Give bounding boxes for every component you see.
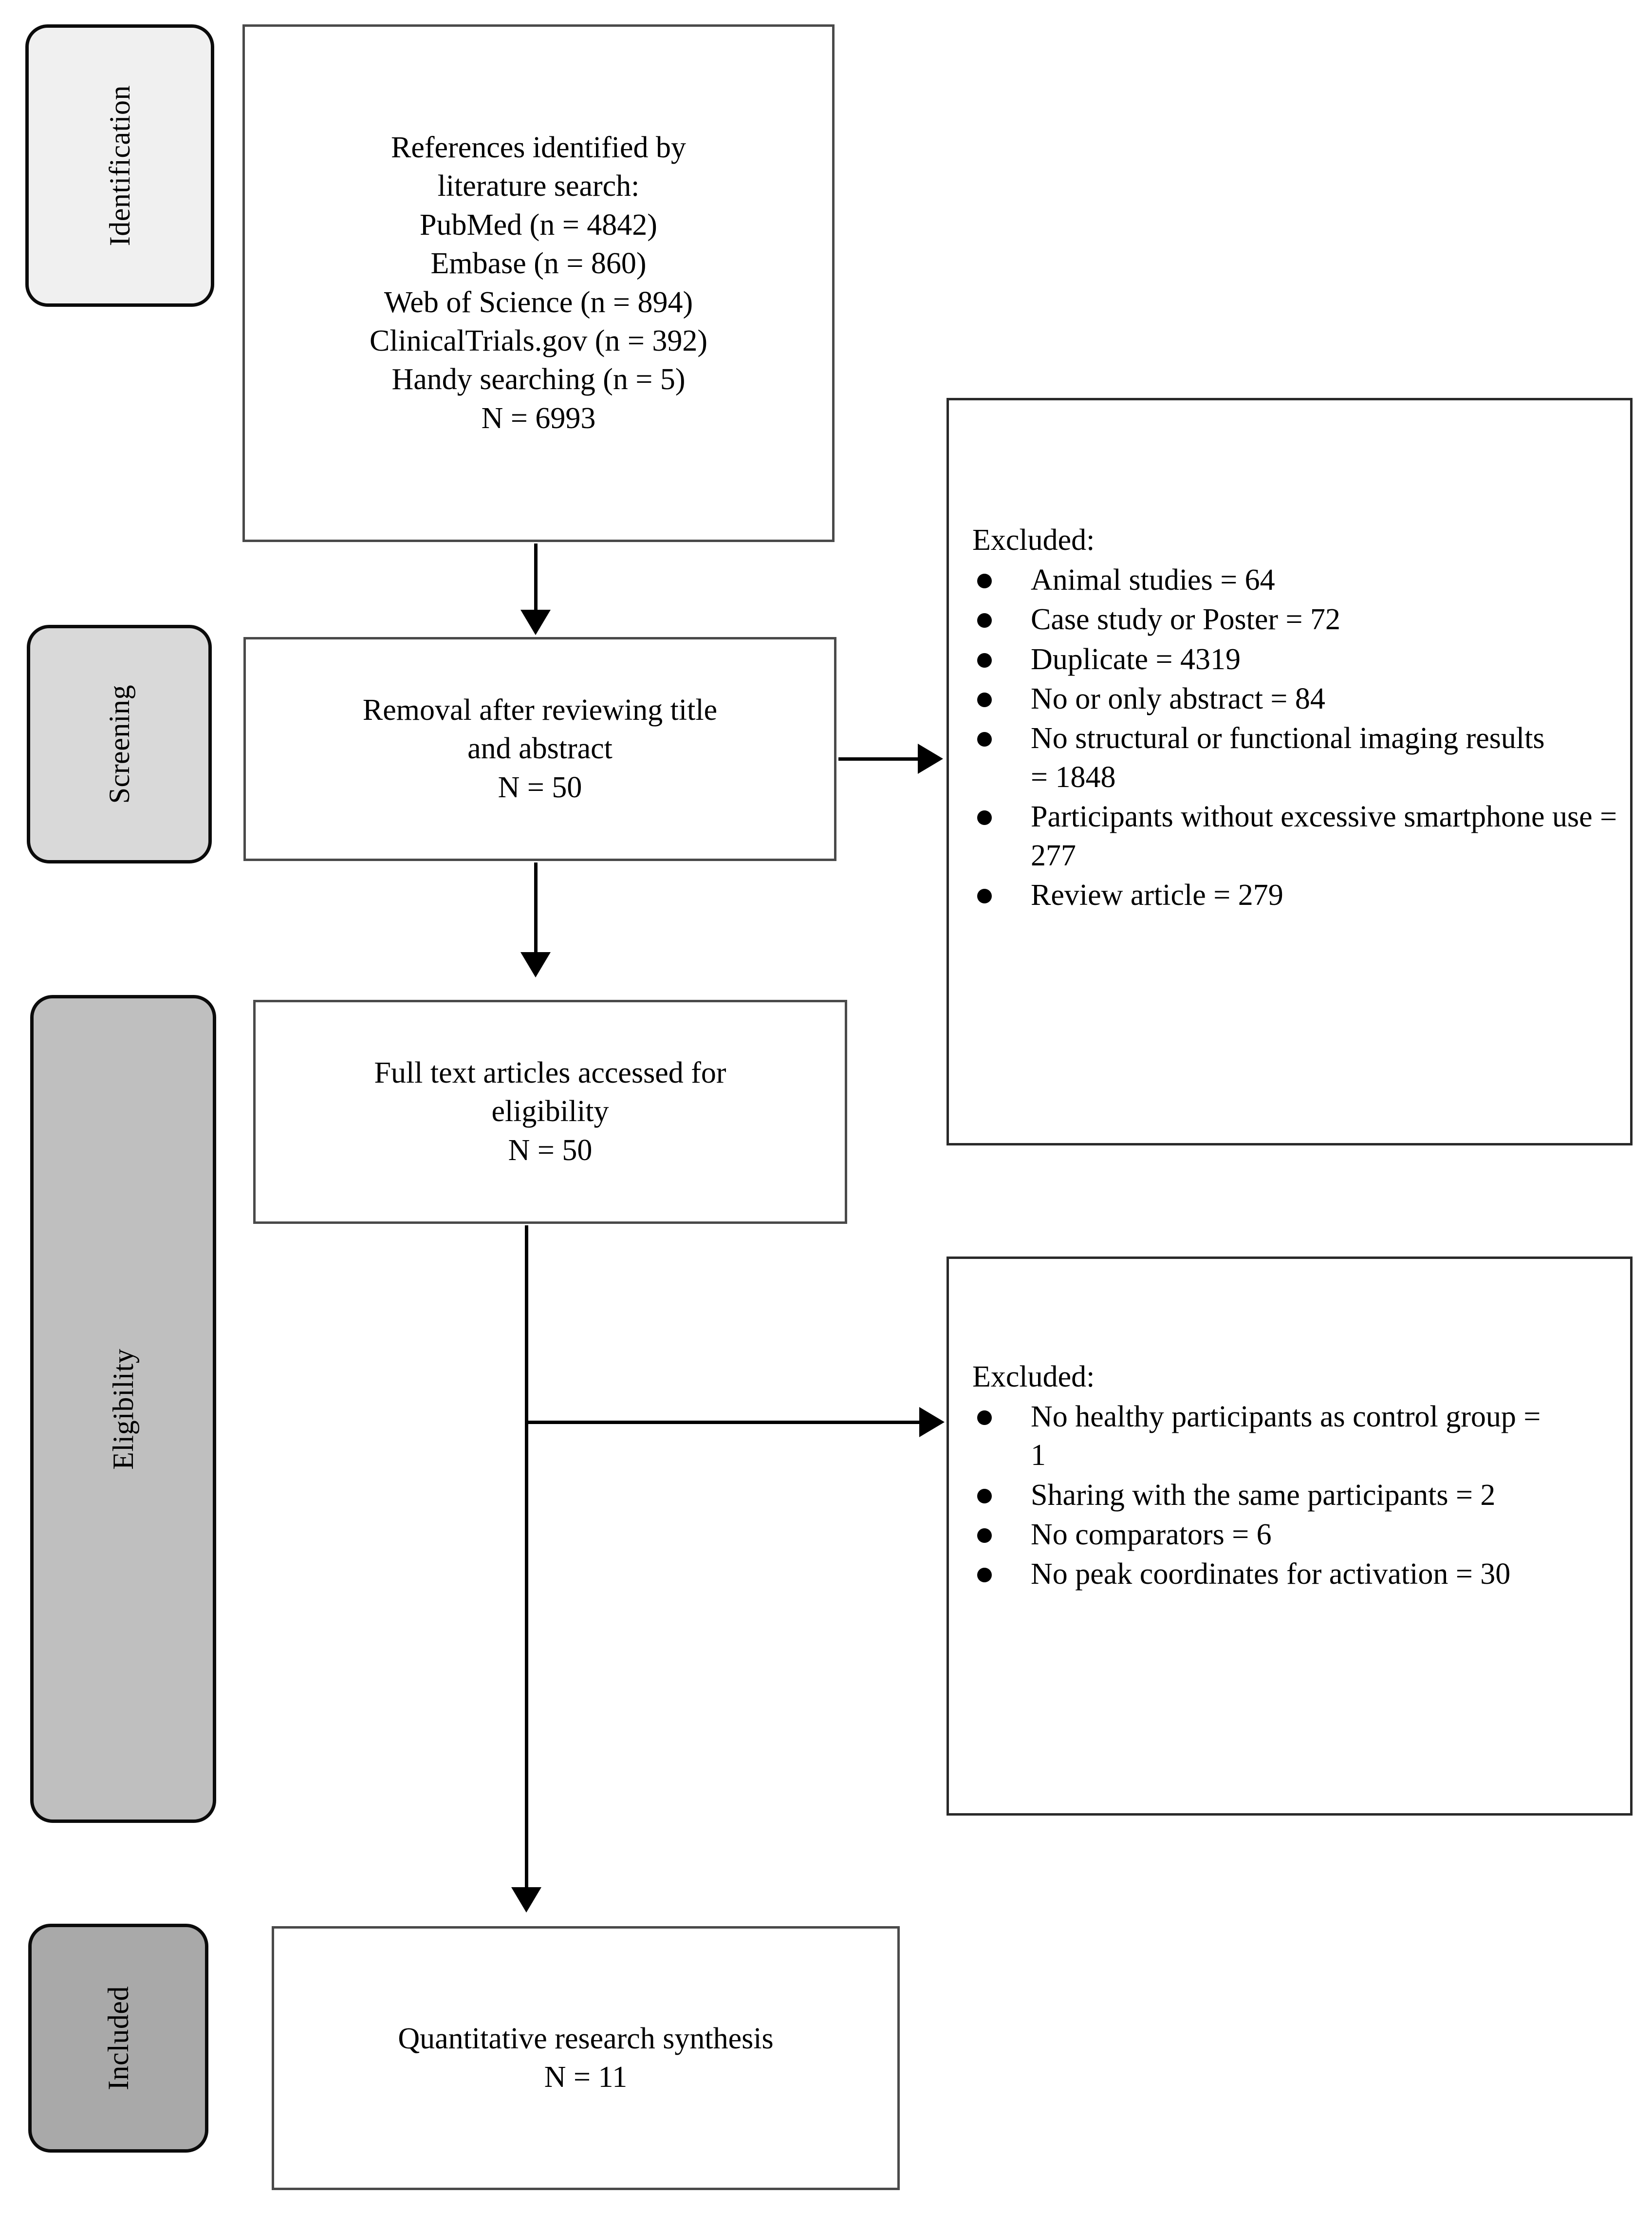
stage-screening-label: Screening [103, 684, 135, 804]
bullet-icon [977, 653, 992, 668]
list-item-label: No peak coordinates for activation = 30 [1031, 1557, 1511, 1591]
text-line: Web of Science (n = 894) [384, 285, 693, 319]
excluded-eligibility-heading: Excluded: [972, 1360, 1095, 1393]
box-quantitative-synthesis: Quantitative research synthesis N = 11 [272, 1926, 900, 2190]
box-full-text-eligibility-text: Full text articles accessed for eligibil… [361, 1054, 739, 1170]
text-line: Full text articles accessed for [374, 1056, 726, 1089]
box-full-text-eligibility: Full text articles accessed for eligibil… [253, 1000, 847, 1224]
arrowhead-identified-to-screened [520, 610, 551, 635]
stage-eligibility-label: Eligibility [107, 1348, 139, 1470]
list-item: Duplicate = 4319 [972, 640, 1615, 679]
list-item: Animal studies = 64 [972, 561, 1615, 600]
list-item-label: Animal studies = 64 [1031, 563, 1275, 597]
excluded-screening-list: Animal studies = 64 Case study or Poster… [972, 561, 1617, 916]
connector-fulltext-to-included [525, 1225, 528, 1890]
bullet-icon [977, 732, 992, 747]
stage-screening: Screening [27, 625, 212, 863]
list-item: Review article = 279 [972, 876, 1615, 915]
list-item-label: No comparators = 6 [1031, 1518, 1272, 1552]
connector-screened-to-fulltext [534, 863, 538, 955]
bullet-icon [977, 574, 992, 588]
text-line: literature search: [437, 169, 640, 203]
text-line: Embase (n = 860) [430, 247, 647, 281]
box-title-abstract-screening: Removal after reviewing title and abstra… [243, 637, 836, 861]
stage-identification-label: Identification [104, 85, 136, 246]
stage-eligibility: Eligibility [30, 995, 216, 1823]
bullet-icon [977, 888, 992, 903]
list-item-label: Participants without excessive smartphon… [1031, 800, 1617, 872]
list-item: No structural or functional imaging resu… [972, 719, 1547, 797]
bullet-icon [977, 1528, 992, 1543]
connector-identified-to-screened [534, 544, 538, 612]
connector-screened-to-excluded [838, 757, 919, 761]
list-item: Case study or Poster = 72 [972, 600, 1615, 639]
list-item-label: Duplicate = 4319 [1031, 642, 1241, 676]
text-line: N = 50 [498, 770, 582, 804]
list-item-label: No healthy participants as control group… [1031, 1400, 1541, 1472]
list-item-label: Review article = 279 [1031, 878, 1283, 912]
text-line: N = 50 [508, 1133, 593, 1167]
list-item-label: No or only abstract = 84 [1031, 682, 1325, 716]
bullet-icon [977, 1568, 992, 1583]
text-line: N = 11 [544, 2061, 628, 2094]
bullet-icon [977, 693, 992, 708]
list-item: No peak coordinates for activation = 30 [972, 1555, 1547, 1594]
list-item: No or only abstract = 84 [972, 680, 1615, 718]
arrowhead-fulltext-to-included [511, 1887, 541, 1913]
arrowhead-screened-to-excluded [918, 744, 943, 774]
list-item-label: Sharing with the same participants = 2 [1031, 1478, 1496, 1512]
connector-eligibility-to-excluded [526, 1421, 921, 1424]
bullet-icon [977, 1488, 992, 1503]
excluded-screening-heading: Excluded: [972, 524, 1095, 557]
box-excluded-screening: Excluded: Animal studies = 64 Case study… [947, 398, 1633, 1145]
stage-included: Included [28, 1924, 208, 2153]
text-line: PubMed (n = 4842) [420, 208, 657, 242]
bullet-icon [977, 810, 992, 825]
box-excluded-eligibility: Excluded: No healthy participants as con… [947, 1257, 1633, 1816]
text-line: N = 6993 [481, 401, 596, 435]
list-item: Sharing with the same participants = 2 [972, 1476, 1518, 1515]
box-references-identified-text: References identified by literature sear… [357, 129, 720, 438]
list-item: No healthy participants as control group… [972, 1398, 1557, 1475]
arrowhead-screened-to-fulltext [520, 952, 551, 977]
bullet-icon [977, 613, 992, 628]
stage-identification: Identification [25, 24, 214, 307]
excluded-eligibility-list: No healthy participants as control group… [972, 1398, 1615, 1595]
box-title-abstract-screening-text: Removal after reviewing title and abstra… [350, 691, 730, 807]
box-references-identified: References identified by literature sear… [242, 24, 835, 542]
text-line: Removal after reviewing title [362, 693, 718, 727]
box-quantitative-synthesis-text: Quantitative research synthesis N = 11 [385, 2020, 786, 2097]
list-item: Participants without excessive smartphon… [972, 798, 1634, 875]
text-line: References identified by [391, 131, 686, 165]
text-line: and abstract [467, 732, 613, 766]
text-line: eligibility [491, 1095, 609, 1128]
text-line: Handy searching (n = 5) [391, 363, 686, 396]
bullet-icon [977, 1410, 992, 1425]
stage-included-label: Included [102, 1986, 134, 2090]
list-item-label: No structural or functional imaging resu… [1031, 722, 1545, 794]
list-item: No comparators = 6 [972, 1516, 1615, 1554]
arrowhead-eligibility-to-excluded [919, 1407, 945, 1437]
text-line: ClinicalTrials.gov (n = 392) [370, 324, 707, 357]
text-line: Quantitative research synthesis [398, 2022, 774, 2055]
list-item-label: Case study or Poster = 72 [1031, 603, 1340, 637]
